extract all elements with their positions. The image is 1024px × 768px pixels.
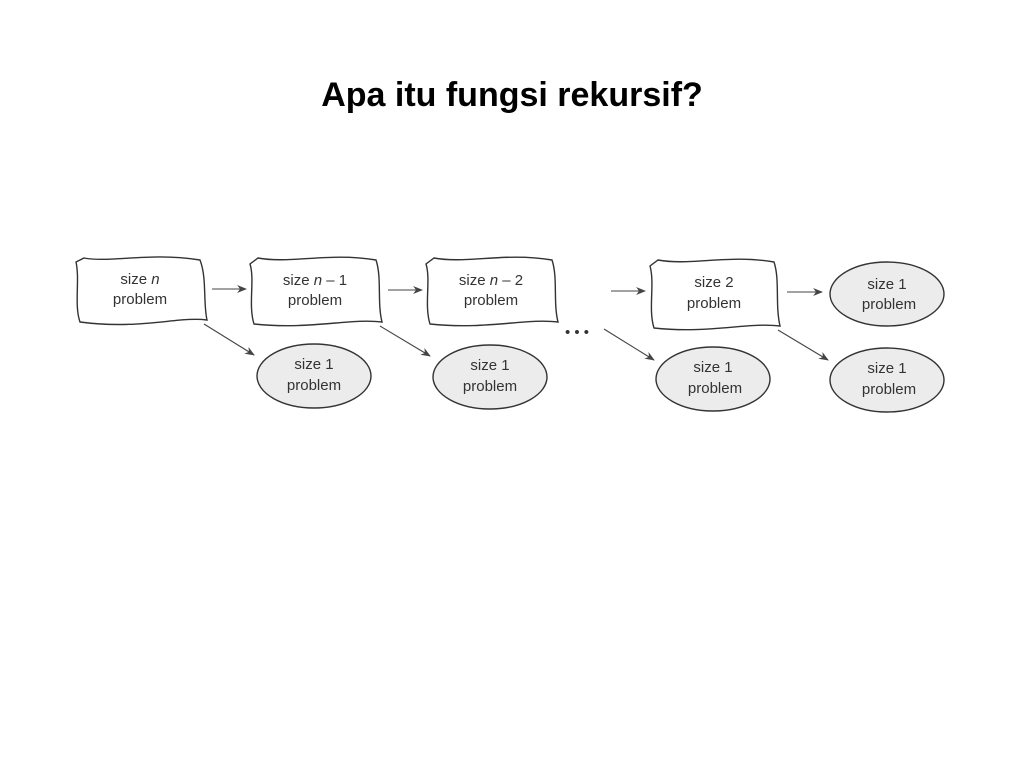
wavy-box-shape — [425, 256, 559, 327]
top-node-size-n-minus-1: size n – 1 problem — [249, 256, 383, 327]
top-node-size-n-minus-2-line2: problem — [464, 292, 518, 309]
bottom-node-3: size 1 problem — [655, 346, 771, 412]
top-node-size-n-line2: problem — [113, 291, 167, 308]
bottom-node-3-line2: problem — [688, 380, 742, 397]
ellipsis-dots: • • • — [565, 324, 589, 341]
bottom-node-4-line2: problem — [862, 381, 916, 398]
top-node-size-n-minus-1-line2: problem — [288, 292, 342, 309]
ellipse-shape — [256, 343, 372, 409]
arrow-diagonal — [379, 325, 431, 357]
top-node-size-1-line2: problem — [862, 296, 916, 313]
ellipse-shape — [432, 344, 548, 410]
bottom-node-1-line2: problem — [287, 377, 341, 394]
ellipse-shape — [655, 346, 771, 412]
top-node-size-1: size 1 problem — [829, 261, 945, 327]
wavy-box-shape — [649, 258, 781, 331]
bottom-node-2-line2: problem — [463, 378, 517, 395]
bottom-node-2: size 1 problem — [432, 344, 548, 410]
bottom-node-1-line1: size 1 — [294, 356, 333, 373]
bottom-node-2-line1: size 1 — [470, 357, 509, 374]
arrow-diagonal — [777, 329, 829, 361]
bottom-node-3-line1: size 1 — [693, 359, 732, 376]
top-node-size-n-minus-1-line1: size n – 1 — [283, 272, 347, 289]
bottom-node-1: size 1 problem — [256, 343, 372, 409]
top-node-size-2-line2: problem — [687, 295, 741, 312]
top-node-size-2: size 2 problem — [649, 258, 781, 331]
top-node-size-n-minus-2: size n – 2 problem — [425, 256, 559, 327]
slide-title: Apa itu fungsi rekursif? — [321, 76, 703, 114]
top-node-size-n-line1: size n — [120, 271, 159, 288]
arrow-diagonal — [603, 328, 655, 361]
wavy-box-shape — [75, 256, 208, 326]
ellipse-shape — [829, 347, 945, 413]
bottom-node-4-line1: size 1 — [867, 360, 906, 377]
arrow-diagonal — [203, 323, 255, 356]
top-node-size-n: size n problem — [75, 256, 208, 326]
top-node-size-n-minus-2-line1: size n – 2 — [459, 272, 523, 289]
top-node-size-1-line1: size 1 — [867, 276, 906, 293]
ellipse-shape — [829, 261, 945, 327]
top-node-size-2-line1: size 2 — [694, 274, 733, 291]
wavy-box-shape — [249, 256, 383, 327]
bottom-node-4: size 1 problem — [829, 347, 945, 413]
